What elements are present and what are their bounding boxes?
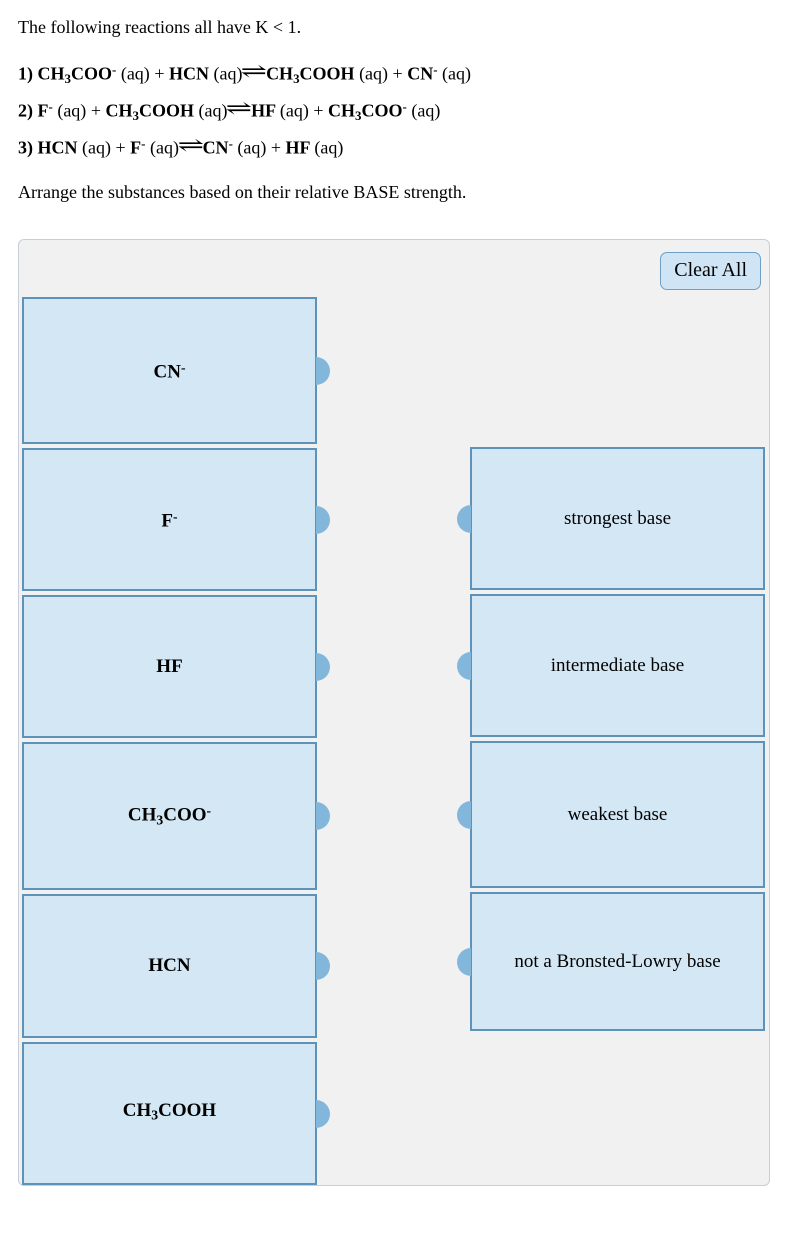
drag-drop-panel: Clear All CN- F- HF CH3COO- HCN CH3COOH stron… [18, 239, 770, 1186]
tile-label: strongest base [563, 507, 672, 529]
tile-label: F- [161, 509, 178, 532]
tile-label: CH3COO- [127, 803, 212, 828]
connector-nub-icon [316, 802, 330, 830]
equation-number: 3) [18, 137, 33, 158]
equation-line: 2) F- (aq) + CH3COOH (aq)⇌HF (aq) + CH3C… [18, 96, 441, 123]
equation-number: 1) [18, 63, 33, 84]
equilibrium-arrow-icon: ⇌ [226, 96, 253, 121]
equation-line: 1) CH3COO- (aq) + HCN (aq)⇌CH3COOH (aq) … [18, 59, 472, 86]
equation-list: 1) CH3COO- (aq) + HCN (aq)⇌CH3COOH (aq) … [18, 56, 774, 161]
equation-number: 2) [18, 100, 33, 121]
draggable-tile-tile-cn[interactable]: CN- [22, 297, 330, 444]
connector-nub-icon [457, 651, 471, 680]
instruction-text: Arrange the substances based on their re… [18, 182, 467, 203]
connector-nub-icon [316, 652, 330, 681]
connector-nub-icon [457, 947, 471, 976]
draggable-tile-tile-f[interactable]: F- [22, 448, 330, 591]
connector-nub-icon [316, 1099, 330, 1128]
target-slot-slot-intermediate[interactable]: intermediate base [457, 594, 765, 737]
clear-all-button[interactable]: Clear All [660, 252, 761, 290]
target-slot-slot-weakest[interactable]: weakest base [457, 741, 765, 888]
tile-label: not a Bronsted-Lowry base [514, 950, 721, 972]
target-slot-slot-strongest[interactable]: strongest base [457, 447, 765, 590]
target-slot-slot-not-base[interactable]: not a Bronsted-Lowry base [457, 892, 765, 1031]
prompt-block: The following reactions all have K < 1. … [18, 14, 774, 205]
equilibrium-arrow-icon: ⇌ [177, 133, 204, 158]
connector-nub-icon [316, 952, 330, 980]
connector-nub-icon [316, 505, 330, 534]
intro-text: The following reactions all have K < 1. [18, 17, 302, 37]
tile-label: CN- [153, 360, 186, 383]
draggable-tile-tile-hf[interactable]: HF [22, 595, 330, 738]
draggable-tile-tile-hcn[interactable]: HCN [22, 894, 330, 1038]
connector-nub-icon [457, 800, 471, 829]
equilibrium-arrow-icon: ⇌ [241, 59, 268, 84]
draggable-tile-tile-ch3cooh[interactable]: CH3COOH [22, 1042, 330, 1185]
connector-nub-icon [316, 356, 330, 385]
tile-label: weakest base [567, 803, 668, 825]
draggable-tile-tile-ch3coo[interactable]: CH3COO- [22, 742, 330, 890]
target-slots-column: strongest base intermediate base weakest b… [457, 447, 769, 1035]
connector-nub-icon [457, 504, 471, 533]
tile-label: intermediate base [550, 654, 685, 676]
draggable-tiles-column: CN- F- HF CH3COO- HCN CH3COOH [22, 297, 330, 1189]
tile-label: HCN [148, 955, 191, 976]
tile-label: CH3COOH [122, 1100, 217, 1123]
tile-label: HF [156, 655, 183, 677]
equation-line: 3) HCN (aq) + F- (aq)⇌CN- (aq) + HF (aq) [18, 133, 344, 158]
